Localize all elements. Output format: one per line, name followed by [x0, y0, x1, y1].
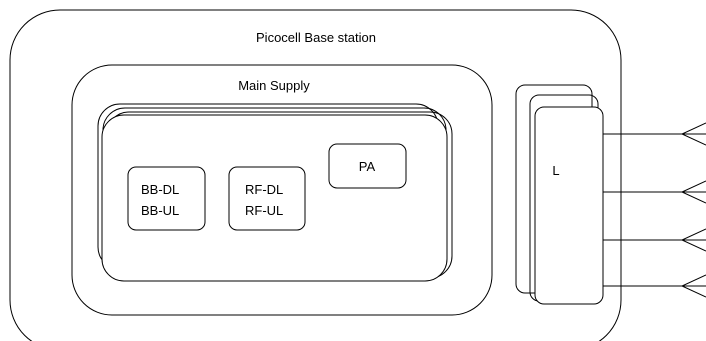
l-unit-front	[534, 106, 604, 305]
antenna-feed-3	[603, 228, 706, 252]
base-station-container	[9, 9, 622, 341]
bb-block-line2: BB-UL	[141, 203, 179, 218]
pa-block-label: PA	[359, 159, 376, 174]
rf-block-line2: RF-UL	[245, 203, 283, 218]
l-unit-label: L	[552, 163, 559, 178]
main-supply-container	[71, 64, 493, 316]
bb-block-line1: BB-DL	[141, 182, 179, 197]
base-station-title: Picocell Base station	[256, 30, 376, 45]
board-front	[101, 114, 448, 282]
rf-block	[228, 166, 306, 231]
antenna-feed-1	[603, 122, 706, 146]
bb-block	[127, 166, 206, 231]
antenna-feed-4	[603, 274, 706, 298]
antenna-feed-2	[603, 180, 706, 204]
pa-block	[328, 143, 407, 189]
rf-block-line1: RF-DL	[245, 182, 283, 197]
main-supply-label: Main Supply	[238, 78, 310, 93]
